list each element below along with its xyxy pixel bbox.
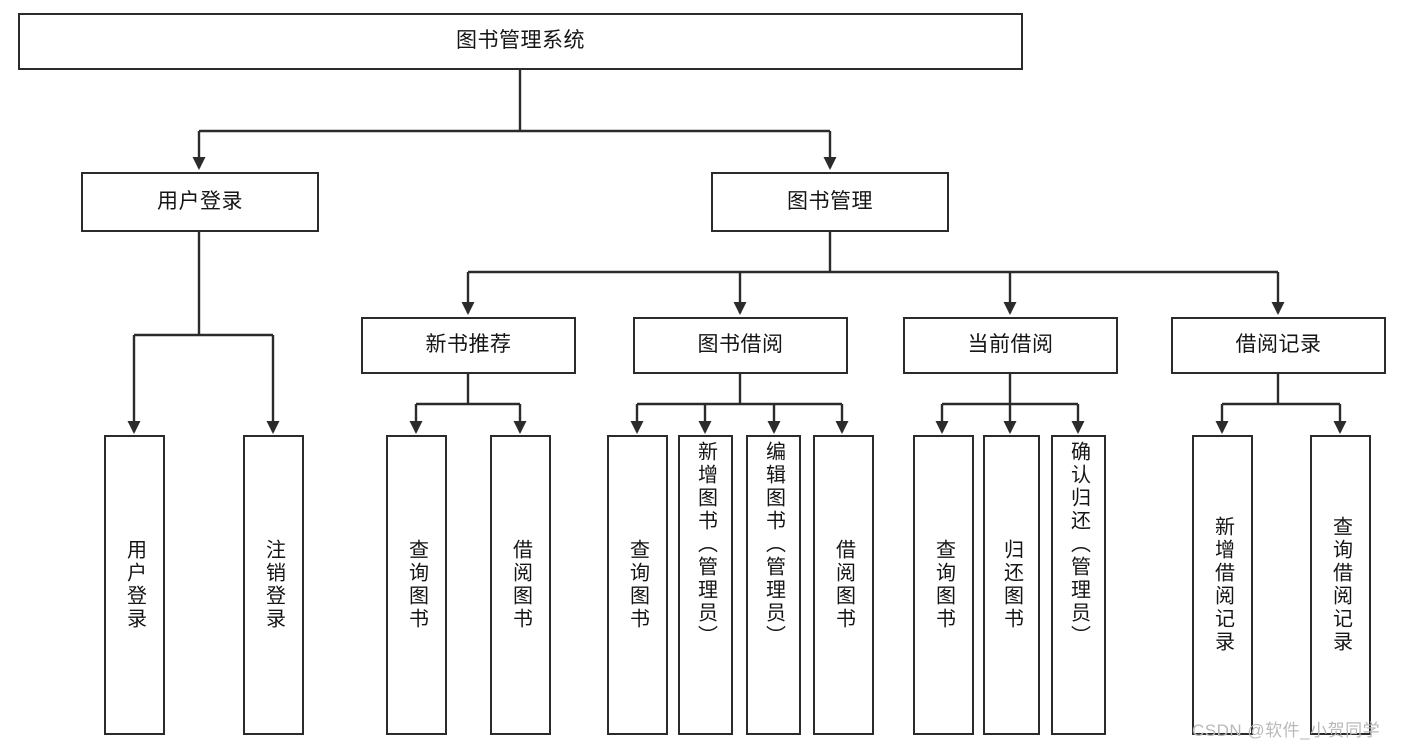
node-label: 新增图书（管理员） (694, 441, 717, 648)
node-label: 新书推荐 (425, 333, 512, 357)
leaf-query-borrow-record[interactable]: 查询借阅记录 (1310, 435, 1371, 735)
node-label: 查询图书 (932, 539, 955, 631)
node-label: 借阅图书 (832, 539, 855, 631)
node-label: 图书管理系统 (456, 29, 585, 53)
node-current-borrow[interactable]: 当前借阅 (903, 317, 1118, 374)
leaf-query-book-recommend[interactable]: 查询图书 (386, 435, 447, 735)
node-borrow-record[interactable]: 借阅记录 (1171, 317, 1386, 374)
node-label: 新增借阅记录 (1211, 516, 1234, 654)
leaf-user-login[interactable]: 用户登录 (104, 435, 165, 735)
leaf-add-book-admin[interactable]: 新增图书（管理员） (678, 435, 733, 735)
node-label: 编辑图书（管理员） (762, 441, 785, 648)
node-label: 确认归还（管理员） (1067, 441, 1090, 648)
node-book-borrow[interactable]: 图书借阅 (633, 317, 848, 374)
node-label: 归还图书 (1000, 539, 1023, 631)
leaf-logout[interactable]: 注销登录 (243, 435, 304, 735)
node-label: 图书借阅 (697, 333, 784, 357)
node-label: 注销登录 (262, 539, 285, 631)
leaf-borrow-book[interactable]: 借阅图书 (813, 435, 874, 735)
node-label: 查询借阅记录 (1329, 516, 1352, 654)
node-user-login[interactable]: 用户登录 (81, 172, 319, 232)
node-label: 查询图书 (405, 539, 428, 631)
node-label: 用户登录 (123, 539, 146, 631)
leaf-edit-book-admin[interactable]: 编辑图书（管理员） (746, 435, 801, 735)
node-label: 查询图书 (626, 539, 649, 631)
node-new-book-recommend[interactable]: 新书推荐 (361, 317, 576, 374)
csdn-watermark: CSDN @软件_小贺同学 (1192, 721, 1381, 740)
node-label: 借阅记录 (1235, 333, 1322, 357)
node-root-system[interactable]: 图书管理系统 (18, 13, 1023, 70)
leaf-add-borrow-record[interactable]: 新增借阅记录 (1192, 435, 1253, 735)
node-label: 当前借阅 (967, 333, 1054, 357)
node-book-management[interactable]: 图书管理 (711, 172, 949, 232)
leaf-confirm-return-admin[interactable]: 确认归还（管理员） (1051, 435, 1106, 735)
leaf-query-book-borrow[interactable]: 查询图书 (607, 435, 668, 735)
leaf-query-book-current[interactable]: 查询图书 (913, 435, 974, 735)
node-label: 借阅图书 (509, 539, 532, 631)
node-label: 图书管理 (787, 189, 873, 213)
node-label: 用户登录 (157, 189, 243, 213)
leaf-return-book[interactable]: 归还图书 (983, 435, 1040, 735)
leaf-borrow-book-recommend[interactable]: 借阅图书 (490, 435, 551, 735)
